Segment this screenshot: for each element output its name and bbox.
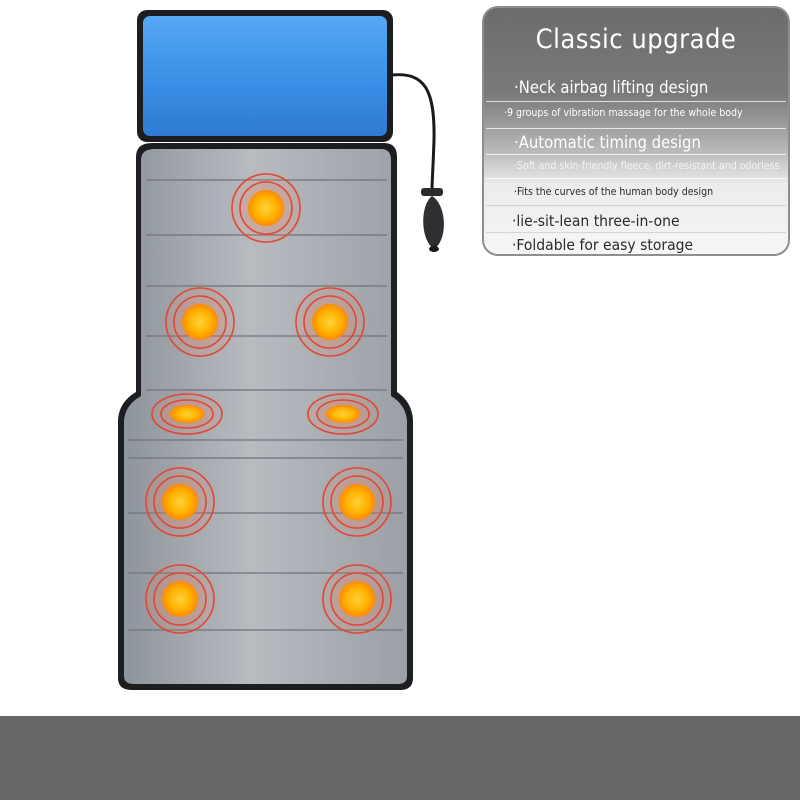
vibration-zone-heat-icon: [140, 462, 220, 542]
neck-pillow: [137, 10, 393, 142]
feature-item: ·9 groups of vibration massage for the w…: [504, 107, 743, 119]
feature-divider: [486, 178, 786, 179]
feature-item: ·Automatic timing design: [514, 133, 701, 152]
panel-title: Classic upgrade: [535, 24, 737, 55]
feature-panel: Classic upgrade ·Neck airbag lifting des…: [482, 6, 790, 256]
feature-divider: [486, 232, 786, 233]
vibration-zone-heat-icon: [290, 282, 370, 362]
feature-item: ·Soft and skin-friendly fleece, dirt-res…: [514, 160, 780, 172]
feature-divider: [486, 128, 786, 129]
feature-item: ·Fits the curves of the human body desig…: [514, 186, 714, 198]
vibration-zones: [140, 168, 397, 639]
feature-item: ·lie-sit-lean three-in-one: [512, 212, 680, 230]
feature-item: ·Foldable for easy storage: [512, 236, 694, 254]
vibration-zone-heat-icon: [140, 559, 220, 639]
bottom-band: [0, 716, 800, 800]
air-pump: [391, 73, 444, 252]
vibration-zone-heat-icon: [303, 390, 383, 438]
feature-divider: [486, 154, 786, 155]
vibration-zone-heat-icon: [226, 168, 306, 248]
vibration-zone-heat-icon: [147, 390, 227, 438]
vibration-zone-heat-icon: [317, 559, 397, 639]
feature-divider: [486, 101, 786, 102]
feature-divider: [486, 205, 786, 206]
vibration-zone-heat-icon: [160, 282, 240, 362]
vibration-zone-heat-icon: [317, 462, 397, 542]
feature-item: ·Neck airbag lifting design: [514, 78, 709, 97]
